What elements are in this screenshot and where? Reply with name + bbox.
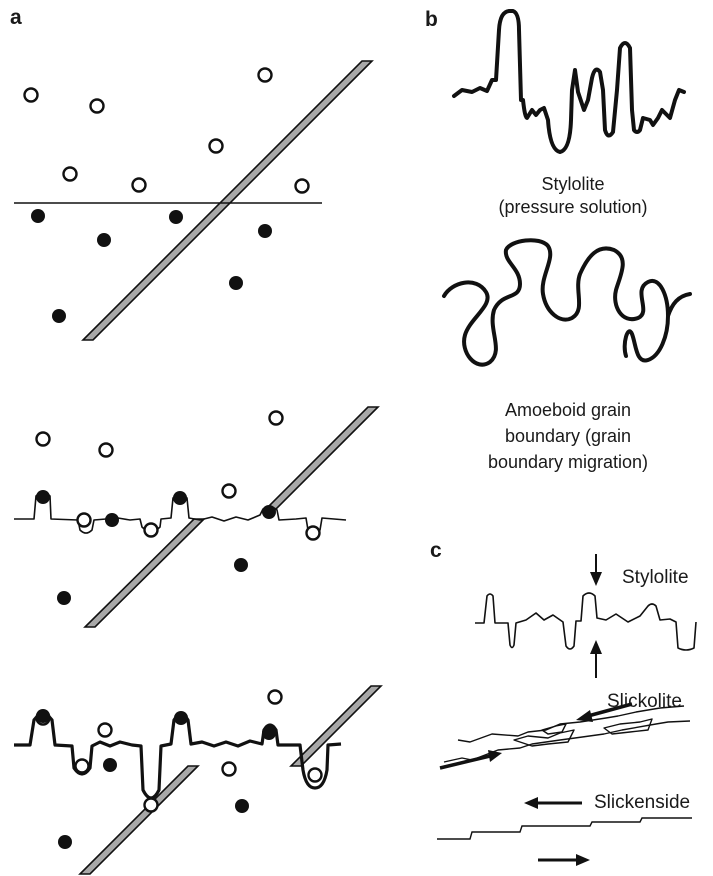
panel-a: a (10, 6, 381, 874)
amoeboid-caption-line1: Amoeboid grain (505, 400, 631, 420)
panel-b-letter: b (425, 8, 438, 31)
open-circle (25, 89, 38, 102)
open-circle (296, 180, 309, 193)
c-stylolite-profile (475, 593, 696, 650)
filled-circle (173, 491, 187, 505)
slickolite-arrow-right-shaft (440, 756, 490, 768)
panel-a-letter: a (10, 6, 22, 29)
open-circle (309, 769, 322, 782)
filled-circles (31, 209, 272, 323)
open-circle (307, 527, 320, 540)
open-circle (99, 724, 112, 737)
panel-a-stage-2 (14, 407, 378, 627)
amoeboid-caption-line2: boundary (grain (505, 426, 631, 446)
open-circle (133, 179, 146, 192)
open-circle (37, 433, 50, 446)
open-circle (269, 691, 282, 704)
c-slickolite-arrows (440, 704, 632, 768)
slickolite-lens (514, 730, 574, 746)
open-circle (223, 763, 236, 776)
slickenside-arrow-left-icon (524, 797, 538, 809)
filled-circle (97, 233, 111, 247)
filled-circles (36, 490, 276, 605)
open-circle (223, 485, 236, 498)
arrow-down-icon (590, 572, 602, 586)
panel-b: b Stylolite (pressure solution) Amoeboid… (425, 8, 690, 472)
vein-stage-3-lower (80, 766, 198, 874)
slickenside-arrow-right-icon (576, 854, 590, 866)
filled-circle (36, 709, 50, 723)
slickolite-arrow-right-icon (488, 750, 502, 762)
filled-circle (31, 209, 45, 223)
panel-a-stage-3 (14, 686, 381, 874)
open-circle (64, 168, 77, 181)
filled-circle (258, 224, 272, 238)
slickenside-surface (437, 818, 692, 839)
open-circles (37, 412, 320, 540)
open-circles (25, 69, 309, 193)
filled-circle (174, 711, 188, 725)
panel-c-letter: c (430, 539, 442, 562)
filled-circle (52, 309, 66, 323)
open-circle (270, 412, 283, 425)
panel-a-stage-1 (14, 61, 372, 340)
filled-circle (57, 591, 71, 605)
open-circle (145, 524, 158, 537)
open-circle (145, 799, 158, 812)
vein-stage-3-upper (291, 686, 381, 766)
slickolite-arrow-left-icon (576, 710, 593, 722)
c-stylolite-label: Stylolite (622, 567, 689, 588)
filled-circle (105, 513, 119, 527)
filled-circle (169, 210, 183, 224)
filled-circle (262, 726, 276, 740)
open-circle (91, 100, 104, 113)
slickolite-lens (542, 724, 566, 734)
open-circle (210, 140, 223, 153)
open-circle (259, 69, 272, 82)
vein-stage-2-lower (85, 519, 204, 627)
stylolite-profile (454, 11, 684, 152)
amoeboid-boundary (444, 240, 668, 364)
stylolite-caption-line1: Stylolite (541, 174, 604, 194)
filled-circle (234, 558, 248, 572)
c-slickenside-label: Slickenside (594, 792, 690, 813)
filled-circle (103, 758, 117, 772)
open-circle (100, 444, 113, 457)
panel-c: c Stylolite Slickolite Slickenside (430, 539, 696, 866)
c-slickenside-arrows (524, 797, 590, 866)
vein-stage-1 (83, 61, 372, 340)
amoeboid-caption-line3: boundary migration) (488, 452, 648, 472)
filled-circle (58, 835, 72, 849)
stylolite-caption-line2: (pressure solution) (498, 197, 647, 217)
c-slickolite-drawing (444, 706, 690, 762)
filled-circles (36, 709, 276, 849)
filled-circle (229, 276, 243, 290)
filled-circle (235, 799, 249, 813)
filled-circle (262, 505, 276, 519)
c-compression-arrows (590, 554, 602, 678)
arrow-up-icon (590, 640, 602, 654)
open-circle (78, 514, 91, 527)
filled-circle (36, 490, 50, 504)
open-circle (76, 760, 89, 773)
open-circles (37, 691, 322, 812)
amoeboid-boundary-tail (668, 294, 690, 316)
